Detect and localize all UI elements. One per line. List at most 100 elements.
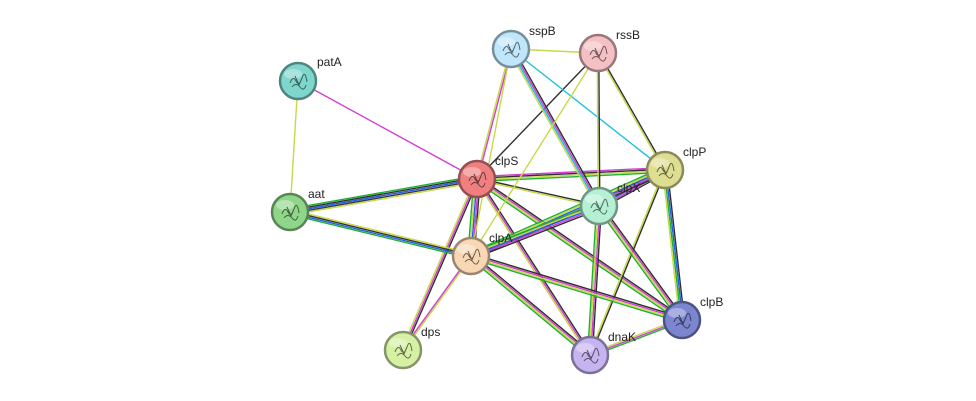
edge-evidence-line xyxy=(508,49,598,208)
edge-evidence-line xyxy=(666,169,686,320)
edge-evidence-line xyxy=(600,204,685,319)
protein-structure-icon xyxy=(289,73,308,90)
edge-evidence-line xyxy=(471,253,683,319)
node-label: clpS xyxy=(495,154,518,168)
edge-evidence-line xyxy=(400,178,477,350)
edge-clpS-aat xyxy=(289,175,478,216)
edge-evidence-line xyxy=(588,169,665,355)
node-circle[interactable] xyxy=(578,33,618,73)
protein-structure-icon xyxy=(581,347,600,364)
edge-evidence-line xyxy=(289,176,477,212)
node-label: rssB xyxy=(616,28,640,42)
edge-clpS-clpP xyxy=(476,166,666,183)
protein-structure-icon xyxy=(589,45,608,62)
edge-evidence-line xyxy=(470,256,682,322)
node-circle[interactable] xyxy=(451,236,491,276)
edge-rssB-clpX xyxy=(596,52,601,207)
edge-evidence-line xyxy=(403,179,480,351)
edge-evidence-line xyxy=(477,177,683,320)
node-dnaK[interactable]: dnaK xyxy=(570,330,636,375)
node-clpA[interactable]: clpA xyxy=(451,231,512,276)
node-circle[interactable] xyxy=(570,335,610,375)
node-clpS[interactable]: clpS xyxy=(457,154,518,199)
node-circle[interactable] xyxy=(662,300,702,340)
edge-evidence-line xyxy=(290,179,478,215)
edge-evidence-line xyxy=(661,170,681,321)
edge-evidence-line xyxy=(472,253,592,354)
edge-evidence-line xyxy=(599,205,684,320)
edge-evidence-line xyxy=(470,257,682,323)
node-highlight xyxy=(463,167,481,177)
edge-evidence-line xyxy=(476,168,665,179)
edge-evidence-line xyxy=(401,255,471,350)
edge-evidence-line xyxy=(290,181,478,216)
node-highlight xyxy=(651,158,669,168)
edge-evidence-line xyxy=(471,206,600,259)
node-circle[interactable] xyxy=(645,150,685,190)
edge-evidence-line xyxy=(598,52,667,170)
node-patA[interactable]: patA xyxy=(278,55,342,101)
edge-evidence-line xyxy=(469,166,664,254)
node-aat[interactable]: aat xyxy=(270,187,325,232)
node-clpB[interactable]: clpB xyxy=(662,295,723,340)
edge-clpS-clpX xyxy=(476,177,600,208)
edge-evidence-line xyxy=(510,48,666,171)
edges-layer xyxy=(289,47,686,358)
node-highlight xyxy=(584,41,602,51)
edge-clpP-clpB xyxy=(661,169,686,321)
edge-rssB-clpP xyxy=(596,52,667,171)
edge-evidence-line xyxy=(469,202,599,254)
edge-evidence-line xyxy=(596,53,599,207)
edge-evidence-line xyxy=(665,169,684,320)
edge-evidence-line xyxy=(598,52,601,206)
node-label: patA xyxy=(317,55,342,69)
edge-evidence-line xyxy=(289,80,299,213)
edge-evidence-line xyxy=(476,178,591,356)
node-label: sspB xyxy=(529,24,556,38)
node-sspB[interactable]: sspB xyxy=(491,24,556,69)
protein-structure-icon xyxy=(281,204,300,221)
node-circle[interactable] xyxy=(383,330,423,370)
edge-evidence-line xyxy=(289,178,478,213)
edge-clpP-dnaK xyxy=(588,169,667,356)
node-label: dps xyxy=(421,325,440,339)
edge-clpA-clpB xyxy=(470,253,683,323)
node-rssB[interactable]: rssB xyxy=(578,28,640,73)
edge-evidence-line xyxy=(402,178,478,351)
protein-structure-icon xyxy=(468,171,487,188)
edge-evidence-line xyxy=(509,49,599,207)
edge-evidence-line xyxy=(588,205,599,355)
edge-evidence-line xyxy=(471,254,683,320)
edge-evidence-line xyxy=(470,203,599,256)
node-circle[interactable] xyxy=(491,29,531,69)
edge-clpX-clpB xyxy=(596,204,685,322)
node-circle[interactable] xyxy=(457,159,497,199)
edge-evidence-line xyxy=(476,166,665,178)
node-label: clpX xyxy=(617,181,640,195)
protein-structure-icon xyxy=(673,312,692,329)
edge-evidence-line xyxy=(470,205,600,257)
edge-evidence-line xyxy=(477,177,592,355)
node-clpP[interactable]: clpP xyxy=(645,145,706,190)
edge-evidence-line xyxy=(469,257,589,358)
edge-evidence-line xyxy=(476,52,599,180)
edge-clpA-dps xyxy=(401,255,473,351)
node-highlight xyxy=(457,244,475,254)
node-highlight xyxy=(497,37,515,47)
edge-evidence-line xyxy=(663,170,682,321)
node-label: aat xyxy=(308,187,325,201)
edge-sspB-clpA xyxy=(470,48,512,257)
edge-evidence-line xyxy=(597,206,682,321)
node-circle[interactable] xyxy=(278,61,318,101)
node-dps[interactable]: dps xyxy=(383,325,440,370)
node-clpX[interactable]: clpX xyxy=(579,181,640,226)
edge-evidence-line xyxy=(596,207,681,322)
node-label: clpB xyxy=(700,295,723,309)
edge-clpS-rssB xyxy=(476,52,599,180)
edge-evidence-line xyxy=(476,179,599,208)
node-circle[interactable] xyxy=(579,186,619,226)
edge-evidence-line xyxy=(471,208,601,260)
edge-evidence-line xyxy=(476,179,682,322)
edge-evidence-line xyxy=(289,175,477,210)
node-circle[interactable] xyxy=(270,192,310,232)
